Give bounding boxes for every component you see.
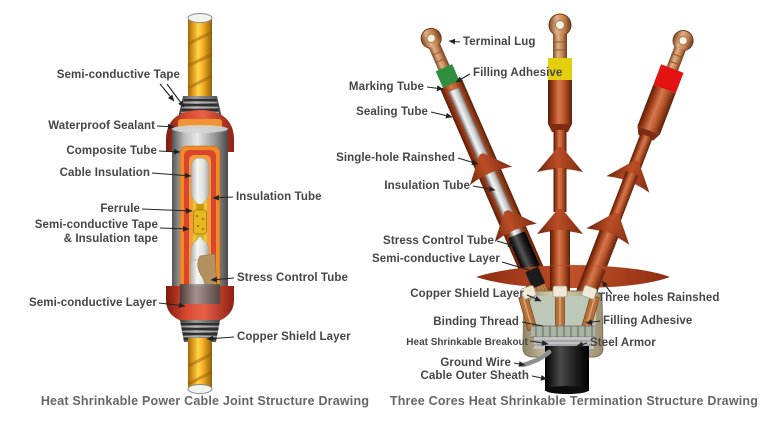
joint-top-cable bbox=[187, 13, 213, 100]
termination-diagram-caption: Three Cores Heat Shrinkable Termination … bbox=[389, 394, 759, 408]
label-semi-conductive-tape-insulation-tape: Semi-conductive Tape & Insulation tape bbox=[34, 219, 158, 245]
label-filling-adhesive-top: Filling Adhesive bbox=[473, 67, 563, 79]
label-ground-wire: Ground Wire bbox=[440, 357, 511, 369]
breakout-white-collars bbox=[520, 285, 598, 300]
label-steel-armor: Steel Armor bbox=[590, 337, 656, 349]
label-semi-conductive-layer-joint: Semi-conductive Layer bbox=[28, 297, 157, 309]
label-filling-adhesive-bottom: Filling Adhesive bbox=[603, 315, 693, 327]
label-sealing-tube: Sealing Tube bbox=[356, 106, 428, 118]
label-copper-shield-layer-termination: Copper Shield Layer bbox=[410, 288, 524, 300]
label-marking-tube: Marking Tube bbox=[348, 81, 424, 93]
label-single-hole-rainshed: Single-hole Rainshed bbox=[336, 152, 455, 164]
label-insulation-tube-termination: Insulation Tube bbox=[384, 180, 470, 192]
termination-left-core bbox=[420, 27, 558, 310]
breakout-assembly bbox=[518, 285, 604, 358]
termination-diagram bbox=[420, 13, 694, 394]
label-cable-insulation: Cable Insulation bbox=[59, 167, 150, 179]
joint-leader-lines bbox=[141, 83, 235, 342]
label-insulation-tube-joint: Insulation Tube bbox=[236, 191, 322, 203]
label-heat-shrinkable-breakout: Heat Shrinkable Breakout bbox=[406, 337, 528, 348]
label-terminal-lug: Terminal Lug bbox=[463, 36, 536, 48]
termination-leader-lines bbox=[426, 38, 613, 381]
joint-diagram bbox=[141, 13, 235, 394]
label-stress-control-tube-joint: Stress Control Tube bbox=[237, 272, 348, 284]
label-copper-shield-layer-joint: Copper Shield Layer bbox=[237, 331, 351, 343]
label-stress-control-tube-termination: Stress Control Tube bbox=[383, 235, 494, 247]
label-ferrule: Ferrule bbox=[100, 203, 140, 215]
binding-thread-band bbox=[531, 325, 595, 338]
cable-outer-sheath-shape bbox=[545, 346, 589, 394]
label-semi-conductive-layer-termination: Semi-conductive Layer bbox=[371, 253, 500, 265]
ferrule-shape bbox=[193, 209, 207, 235]
label-cable-outer-sheath: Cable Outer Sheath bbox=[420, 370, 529, 382]
label-binding-thread: Binding Thread bbox=[433, 316, 519, 328]
cable-insulation-shape bbox=[190, 157, 210, 207]
label-composite-tube: Composite Tube bbox=[66, 145, 157, 157]
joint-diagram-caption: Heat Shrinkable Power Cable Joint Struct… bbox=[40, 394, 370, 408]
label-three-holes-rainshed: Three holes Rainshed bbox=[598, 292, 720, 304]
label-waterproof-sealant: Waterproof Sealant bbox=[48, 120, 155, 132]
three-holes-rainshed-shape bbox=[476, 265, 670, 288]
joint-bottom-cable bbox=[187, 338, 213, 394]
label-semi-conductive-tape: Semi-conductive Tape bbox=[56, 69, 180, 81]
